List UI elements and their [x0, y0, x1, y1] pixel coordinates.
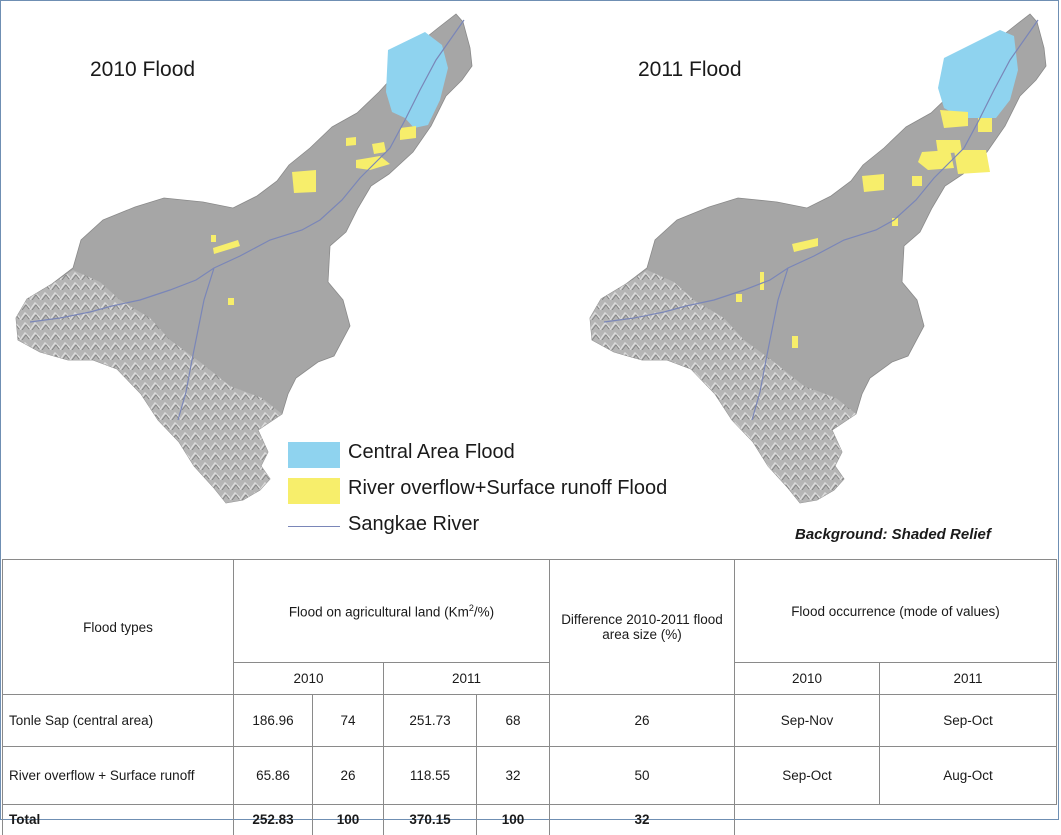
cell-p2010: 26 — [312, 746, 384, 805]
cell-p2011: 100 — [476, 804, 550, 835]
legend-swatch-river — [288, 526, 340, 527]
maps-svg — [15, 13, 1047, 504]
cell-occ2010: Sep-Oct — [734, 746, 880, 805]
legend-item-central: Central Area Flood — [288, 440, 748, 472]
cell-occ2011: Sep-Oct — [879, 694, 1057, 747]
header-agri-tail: /%) — [473, 604, 495, 620]
flood-table: Flood types Flood on agricultural land (… — [2, 559, 1057, 835]
cell-v2011: 118.55 — [383, 746, 477, 805]
legend-swatch-runoff — [288, 478, 340, 504]
header-occurrence: Flood occurrence (mode of values) — [734, 559, 1057, 663]
map-2011 — [589, 13, 1047, 504]
header-agri-sup: 2 — [468, 602, 474, 613]
cell-occ2010 — [735, 805, 880, 835]
cell-v2010: 252.83 — [233, 804, 313, 835]
runoff-flood-2010 — [211, 126, 416, 305]
legend-item-runoff: River overflow+Surface runoff Flood — [288, 476, 748, 508]
central-flood-2010 — [386, 32, 448, 128]
table-subheader-row: 2010 2011 2010 2011 — [3, 662, 1057, 695]
sangkae-river-2011 — [603, 19, 1039, 421]
central-flood-2011 — [938, 30, 1018, 118]
map-title-2011: 2011 Flood — [638, 58, 742, 81]
legend-label-river: Sangkae River — [348, 513, 480, 535]
legend-label-central: Central Area Flood — [348, 441, 515, 463]
cell-v2011: 251.73 — [383, 694, 477, 747]
cell-p2010: 74 — [312, 694, 384, 747]
table-row: River overflow + Surface runoff 65.86 26… — [2, 746, 1057, 805]
cell-diff: 50 — [549, 746, 735, 805]
map-panel: 2010 Flood 2011 Flood Central Area Flood… — [15, 13, 1047, 544]
legend-label-runoff: River overflow+Surface runoff Flood — [348, 477, 668, 499]
subheader-2010: 2010 — [233, 662, 384, 695]
runoff-flood-2011 — [736, 110, 992, 348]
header-flood-types: Flood types — [2, 559, 234, 695]
table-header-row: Flood types Flood on agricultural land (… — [2, 559, 1057, 695]
cell-p2011: 68 — [476, 694, 550, 747]
table-row: Tonle Sap (central area) 186.96 74 251.7… — [2, 694, 1057, 747]
relief-south-2011 — [590, 270, 856, 503]
sangkae-river-2010 — [29, 19, 465, 421]
header-difference: Difference 2010-2011 flood area size (%) — [549, 559, 735, 695]
subheader-2011: 2011 — [383, 662, 550, 695]
cell-occ2011: Aug-Oct — [879, 746, 1057, 805]
header-agri-text: Flood on agricultural land (Km — [288, 604, 469, 620]
cell-v2010: 186.96 — [233, 694, 313, 747]
cell-v2011: 370.15 — [383, 804, 477, 835]
subheader-occ-2010: 2010 — [734, 662, 880, 695]
cell-p2011: 32 — [476, 746, 550, 805]
cell-type: River overflow + Surface runoff — [2, 746, 234, 805]
map-title-2010: 2010 Flood — [90, 58, 196, 81]
cell-type: Tonle Sap (central area) — [2, 694, 234, 747]
cell-diff: 32 — [549, 804, 735, 835]
cell-diff: 26 — [549, 694, 735, 747]
relief-south-2010 — [16, 270, 282, 503]
background-note: Background: Shaded Relief — [795, 526, 991, 543]
cell-v2010: 65.86 — [233, 746, 313, 805]
table-row-total: Total 252.83 100 370.15 100 32 — [2, 804, 1057, 835]
legend-item-river: Sangkae River — [288, 512, 748, 544]
subheader-occ-2011: 2011 — [879, 662, 1057, 695]
map-2010 — [15, 13, 473, 504]
cell-occ2010: Sep-Nov — [734, 694, 880, 747]
cell-type: Total — [2, 804, 234, 835]
header-agri-land: Flood on agricultural land (Km2/%) — [233, 559, 550, 663]
cell-occ2011 — [880, 805, 1057, 835]
cell-p2010: 100 — [312, 804, 384, 835]
legend-swatch-central — [288, 442, 340, 468]
